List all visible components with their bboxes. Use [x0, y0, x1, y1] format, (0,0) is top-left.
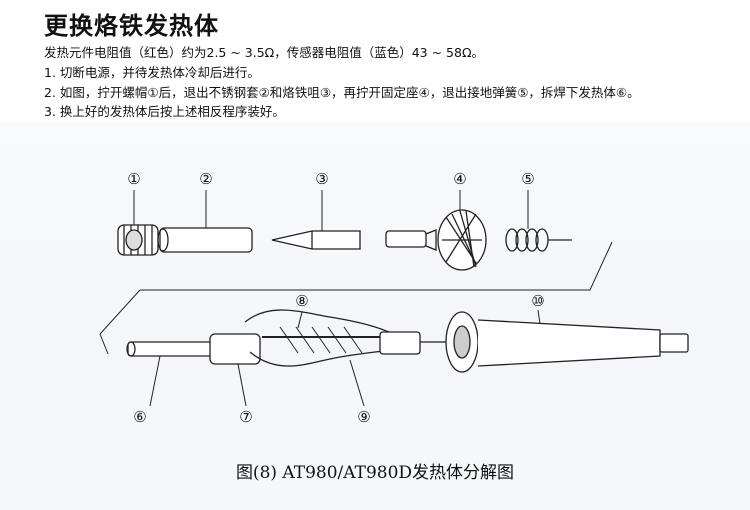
callout-3: ③: [315, 170, 328, 188]
exploded-view-diagram: ① ② ③ ④ ⑤ ⑥ ⑦ ⑧ ⑨ ⑩: [99, 170, 689, 426]
step-2-text: 2. 如图，拧开螺帽①后，退出不锈钢套②和烙铁咀③，再拧开固定座④，退出接地弹簧…: [44, 85, 640, 100]
sleeve-part: [157, 227, 253, 253]
handle-part: [420, 311, 689, 373]
callout-1: ①: [127, 170, 140, 188]
callout-2: ②: [199, 170, 212, 188]
callout-7: ⑦: [239, 408, 252, 426]
callout-9: ⑨: [357, 408, 370, 426]
ground-spring-part: [505, 228, 572, 252]
callout-4: ④: [453, 170, 466, 188]
step-3-text: 3. 换上好的发热体后按上述相反程序装好。: [44, 104, 285, 119]
resistance-spec-text: 发热元件电阻值（红色）约为2.5 ~ 3.5Ω，传感器电阻值（蓝色）43 ~ 5…: [44, 45, 485, 60]
heating-element-part: [126, 341, 221, 357]
fixing-seat-part: [385, 209, 487, 271]
tip-part: [271, 230, 361, 250]
callout-6: ⑥: [133, 408, 146, 426]
page-title: 更换烙铁发热体: [44, 12, 219, 40]
callout-5: ⑤: [521, 170, 534, 188]
callout-8: ⑧: [295, 292, 308, 310]
callout-10: ⑩: [531, 292, 544, 310]
figure-caption: 图(8) AT980/AT980D发热体分解图: [235, 463, 515, 483]
scanned-background: [0, 122, 750, 510]
nut-part: [117, 224, 159, 256]
step-1-text: 1. 切断电源，并待发热体冷却后进行。: [44, 65, 260, 80]
